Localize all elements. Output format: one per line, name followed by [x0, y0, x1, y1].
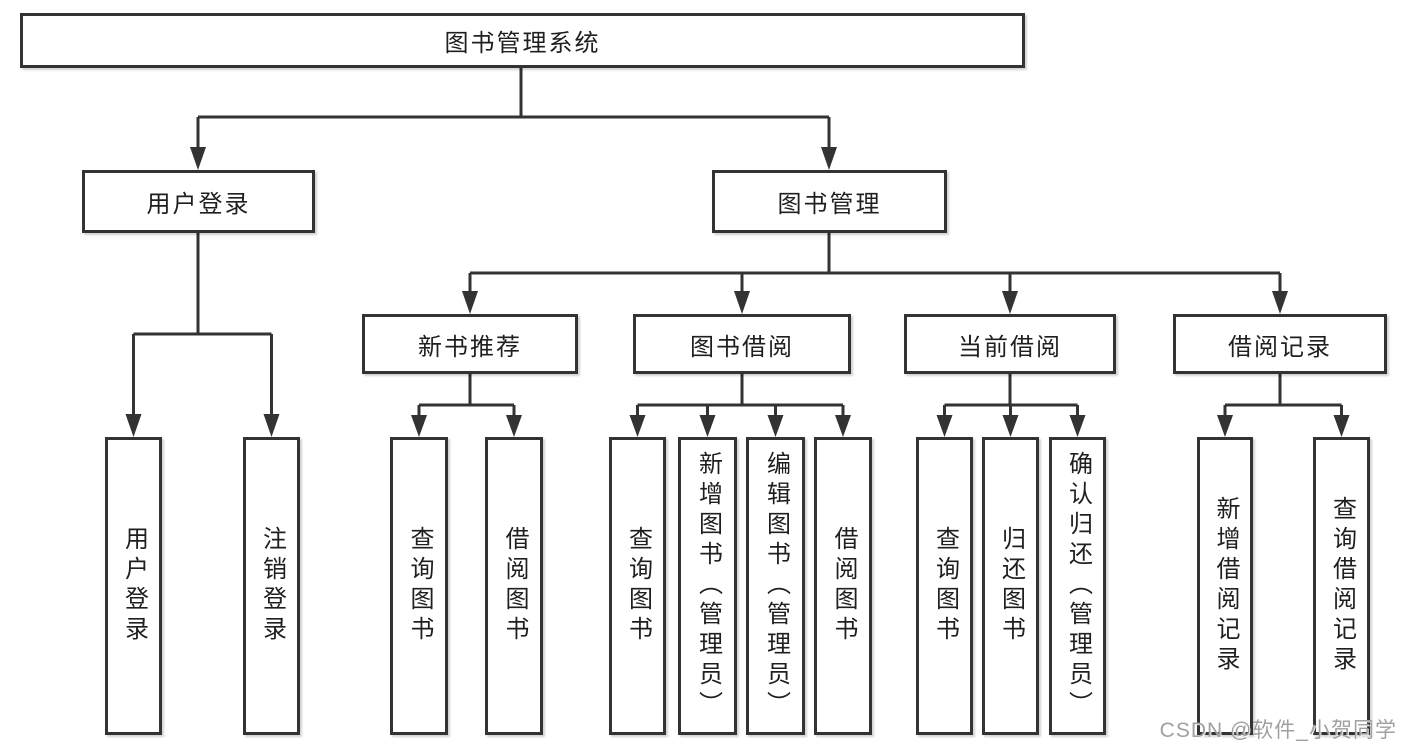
leaf-label: 查询图书: [931, 526, 959, 646]
leaf-label: 注销登录: [258, 526, 286, 646]
leaf-cb-confirm-return-admin: 确认归还（管理员）: [1049, 437, 1106, 735]
node-new-book-recommend: 新书推荐: [362, 314, 578, 374]
leaf-label: 借阅图书: [830, 526, 857, 646]
node-book-borrowing: 图书借阅: [633, 314, 851, 374]
leaf-logout: 注销登录: [243, 437, 300, 735]
leaf-br-add-record: 新增借阅记录: [1197, 437, 1253, 735]
node-user-login: 用户登录: [82, 170, 315, 233]
leaf-cb-query-books: 查询图书: [916, 437, 973, 735]
node-current-borrowing: 当前借阅: [904, 314, 1116, 374]
leaf-bb-borrow-books: 借阅图书: [814, 437, 872, 735]
arrowheads: [125, 147, 1350, 437]
leaf-label: 新增图书（管理员）: [694, 451, 722, 721]
leaf-label: 借阅图书: [501, 526, 528, 646]
leaf-label: 用户登录: [120, 526, 148, 646]
csdn-watermark: CSDN @软件_小贺同学: [1159, 719, 1397, 742]
node-library-management-system: 图书管理系统: [20, 13, 1025, 68]
node-book-management: 图书管理: [712, 170, 947, 233]
leaf-nb-query-books: 查询图书: [390, 437, 448, 735]
leaf-nb-borrow-books: 借阅图书: [485, 437, 543, 735]
leaf-label: 确认归还（管理员）: [1064, 451, 1092, 721]
leaf-label: 查询图书: [624, 526, 652, 646]
leaf-bb-add-books-admin: 新增图书（管理员）: [678, 437, 737, 735]
leaf-label: 新增借阅记录: [1212, 496, 1239, 676]
leaf-bb-query-books: 查询图书: [609, 437, 666, 735]
leaf-cb-return-books: 归还图书: [982, 437, 1039, 735]
node-borrowing-records: 借阅记录: [1173, 314, 1387, 374]
leaf-label: 归还图书: [997, 526, 1025, 646]
leaf-label: 查询图书: [406, 526, 433, 646]
leaf-br-query-record: 查询借阅记录: [1313, 437, 1370, 735]
leaf-bb-edit-books-admin: 编辑图书（管理员）: [746, 437, 805, 735]
leaf-user-login: 用户登录: [105, 437, 162, 735]
leaf-label: 查询借阅记录: [1328, 496, 1356, 676]
leaf-label: 编辑图书（管理员）: [762, 451, 790, 721]
